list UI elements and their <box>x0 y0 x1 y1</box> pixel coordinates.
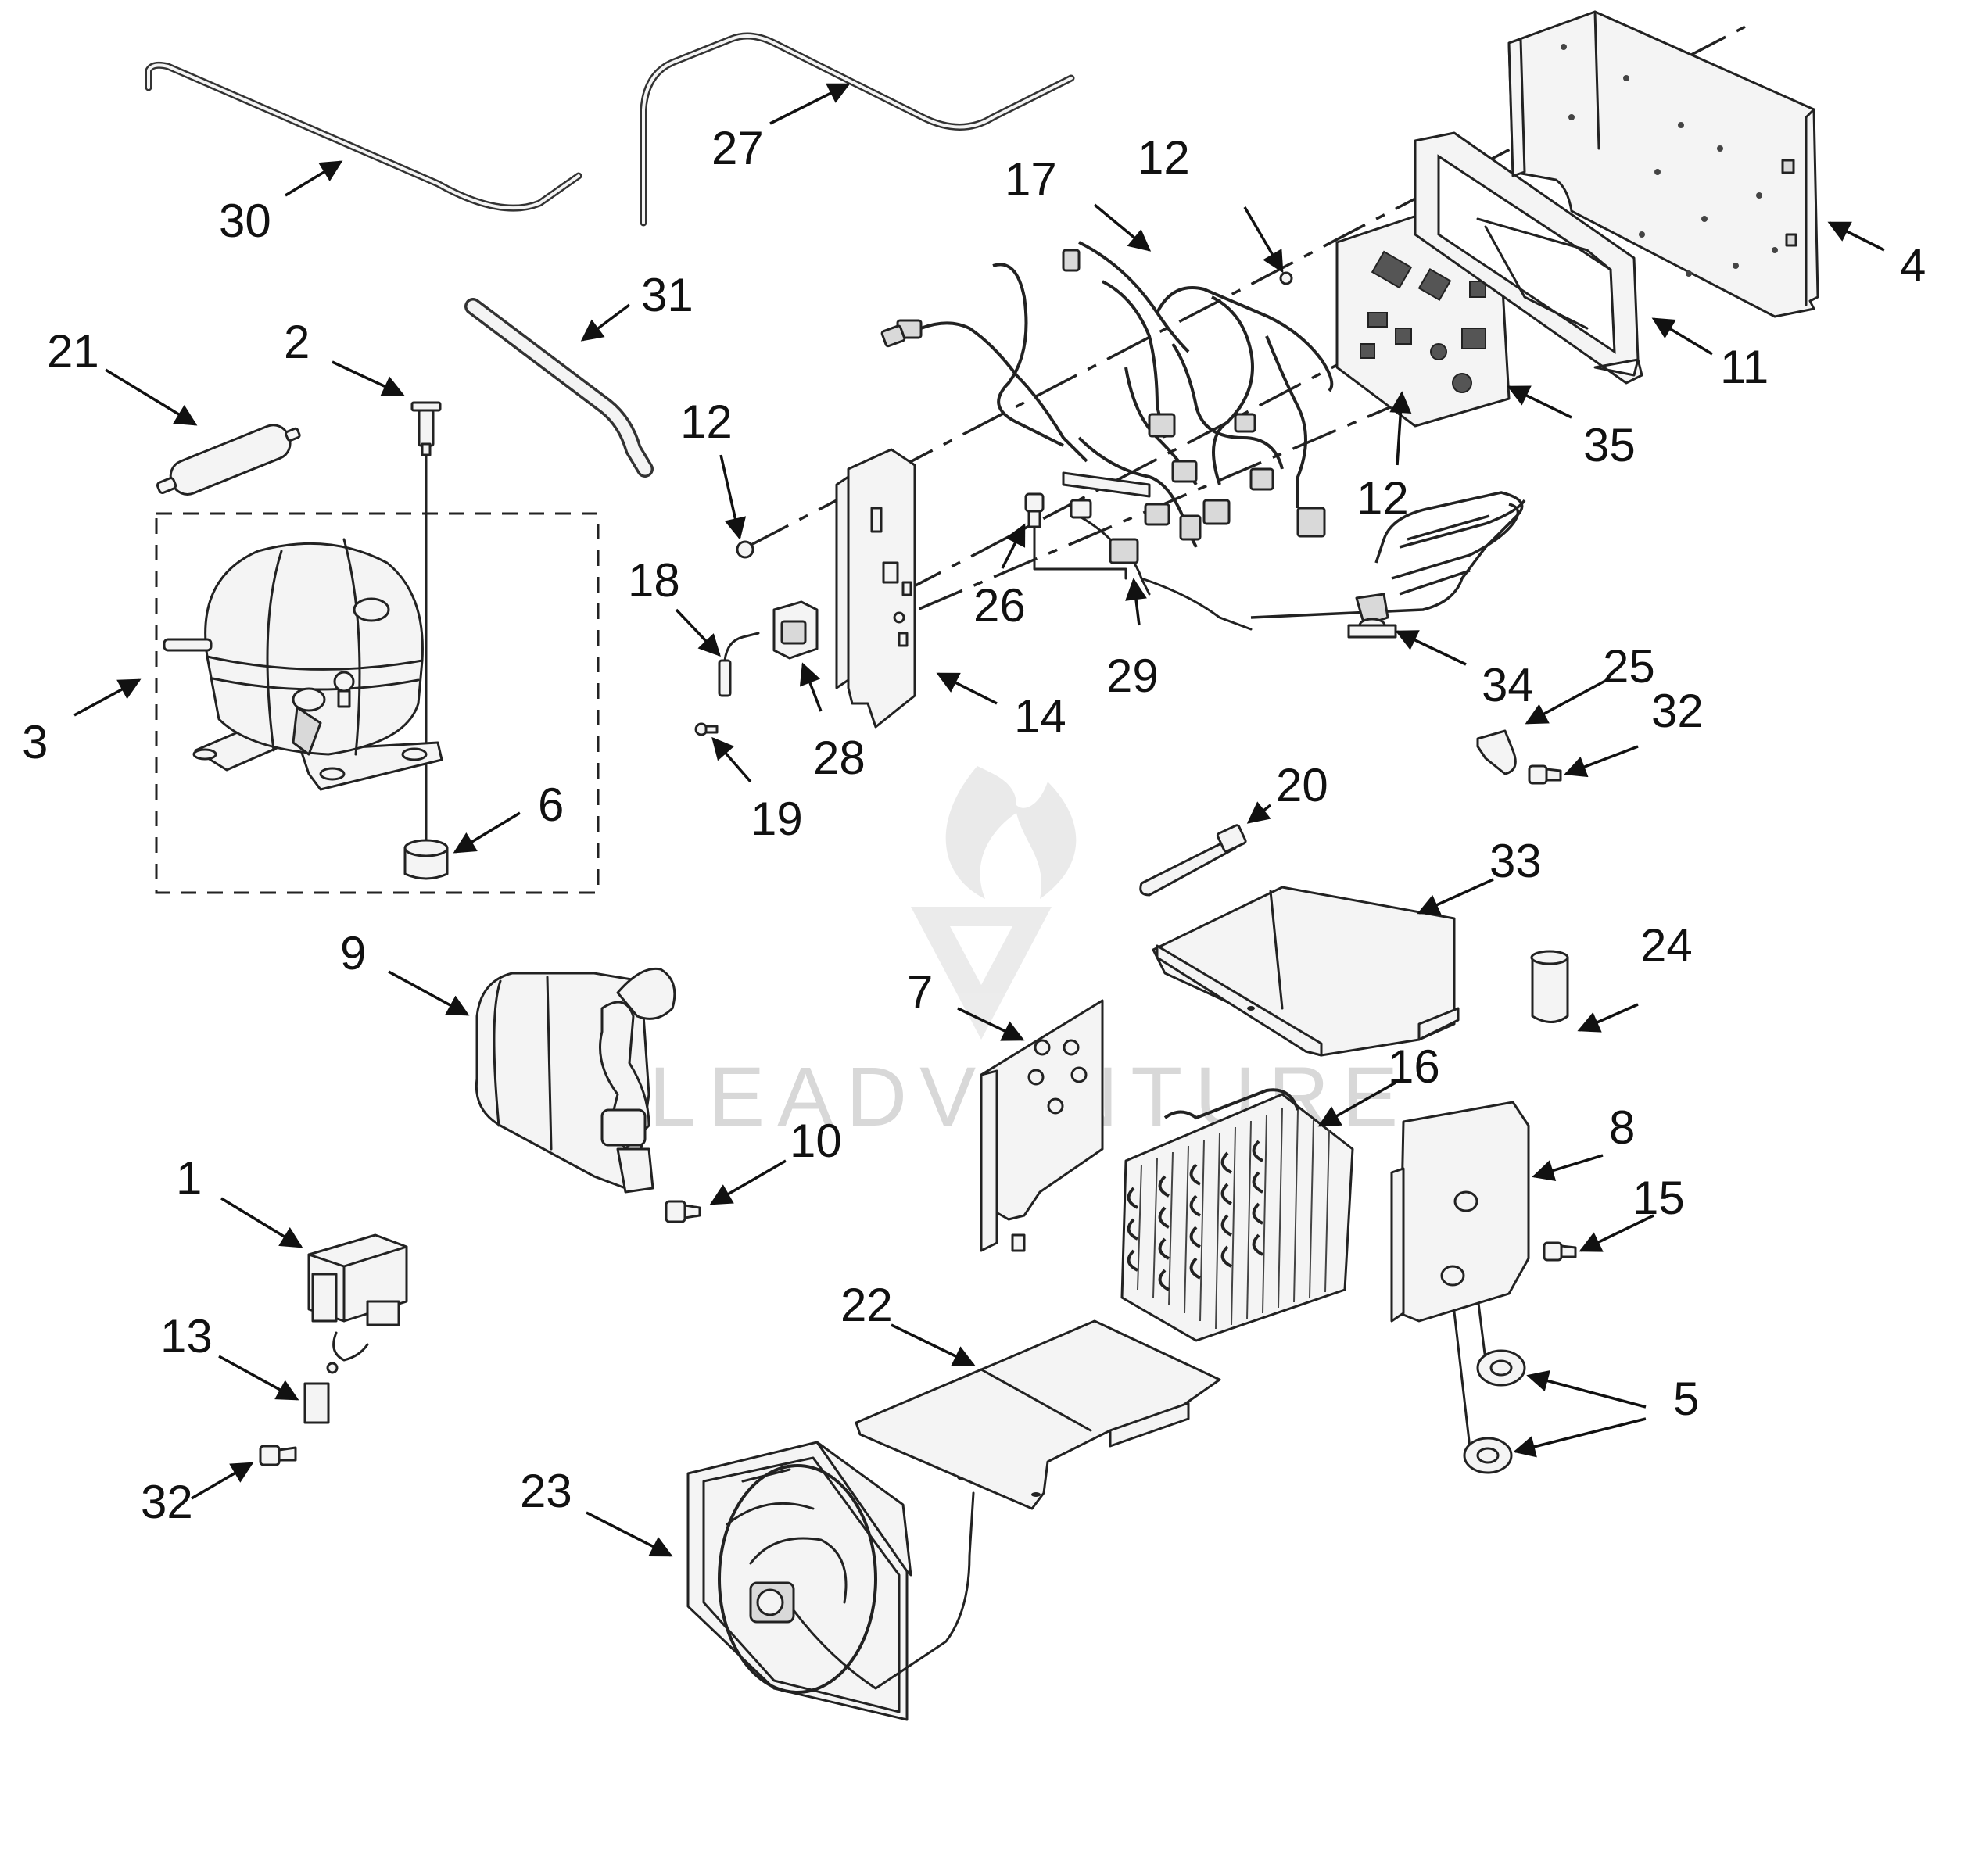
callout-9: 9 <box>340 927 366 979</box>
part-10-screw <box>665 1200 701 1223</box>
callout-19: 19 <box>751 793 803 845</box>
part-8-bracket <box>1390 1101 1530 1323</box>
callout-16: 16 <box>1388 1040 1440 1093</box>
callout-30: 30 <box>219 195 271 247</box>
callout-15: 15 <box>1632 1172 1685 1224</box>
part-4-rear-panel <box>1507 10 1819 318</box>
callout-10: 10 <box>790 1115 842 1167</box>
part-17-main-harness <box>880 241 1334 548</box>
part-31-tube <box>464 298 654 478</box>
callout-18: 18 <box>628 554 680 607</box>
part-7-bracket <box>980 999 1104 1252</box>
part-19-screw <box>694 722 719 736</box>
part-2-bolt <box>410 401 442 456</box>
part-30-tube <box>145 61 582 212</box>
part-22-plate <box>855 1319 1221 1510</box>
callout-23: 23 <box>520 1465 572 1517</box>
part-3-kit-box <box>155 512 600 894</box>
callout-20: 20 <box>1276 759 1328 811</box>
part-29-harness <box>1070 499 1253 631</box>
callout-5: 5 <box>1673 1373 1699 1425</box>
callout-11: 11 <box>1720 341 1769 393</box>
watermark-logo <box>911 766 1077 1040</box>
callout-17: 17 <box>1005 153 1057 206</box>
part-26-screw <box>1024 492 1045 528</box>
callout-6: 6 <box>538 779 564 831</box>
part-24-sleeve <box>1530 950 1569 1023</box>
part-34-heater <box>1250 491 1526 639</box>
part-16-evaporator <box>1120 1088 1354 1342</box>
callout-22: 22 <box>840 1279 893 1331</box>
callout-1: 1 <box>176 1152 202 1205</box>
callout-12-top: 12 <box>1138 131 1190 184</box>
callout-24: 24 <box>1640 919 1693 972</box>
callout-33: 33 <box>1489 835 1542 887</box>
callout-35: 35 <box>1583 419 1636 471</box>
callout-31: 31 <box>641 269 693 321</box>
callout-13: 13 <box>160 1310 213 1362</box>
part-6-grommet <box>403 839 449 880</box>
part-18-sensor <box>718 632 760 697</box>
callout-3: 3 <box>22 716 48 768</box>
part-11-frame <box>1414 131 1643 385</box>
leader-lines <box>73 83 1885 1557</box>
callout-34: 34 <box>1482 659 1534 711</box>
callout-8: 8 <box>1609 1101 1635 1154</box>
part-27-tube <box>640 32 1075 227</box>
callout-7: 7 <box>907 966 933 1019</box>
callout-21: 21 <box>47 325 99 378</box>
part-32-screw-left <box>259 1445 297 1466</box>
part-3-compressor <box>163 538 443 791</box>
callout-12-left: 12 <box>680 396 733 448</box>
callout-12-mid: 12 <box>1357 472 1409 524</box>
callout-27: 27 <box>711 122 764 174</box>
part-14-plate <box>835 448 916 729</box>
part-20-cable-tie <box>1139 824 1247 897</box>
callout-29: 29 <box>1106 650 1159 702</box>
callout-labels: 30 27 31 21 2 3 6 17 12 4 11 35 12 12 18… <box>22 122 1926 1528</box>
callout-2: 2 <box>284 316 310 368</box>
callout-25: 25 <box>1603 640 1655 693</box>
callout-28: 28 <box>813 732 866 784</box>
callout-32-left: 32 <box>141 1476 193 1528</box>
callout-4: 4 <box>1900 239 1926 292</box>
callout-32-right: 32 <box>1651 685 1704 737</box>
callout-26: 26 <box>973 579 1026 632</box>
part-15-screw <box>1543 1241 1577 1262</box>
part-21-drier <box>156 424 301 496</box>
part-23-fan-assembly <box>686 1441 983 1721</box>
part-9-shroud <box>475 967 676 1194</box>
part-28-switch <box>772 600 819 660</box>
part-32-screw-right <box>1528 764 1562 785</box>
part-33-drain-pan <box>1152 886 1460 1057</box>
part-13-bracket <box>303 1382 330 1424</box>
part-1-relay <box>307 1233 408 1374</box>
part-5-grommets <box>1463 1349 1526 1474</box>
part-25-clip <box>1476 729 1517 775</box>
callout-14: 14 <box>1014 690 1066 743</box>
